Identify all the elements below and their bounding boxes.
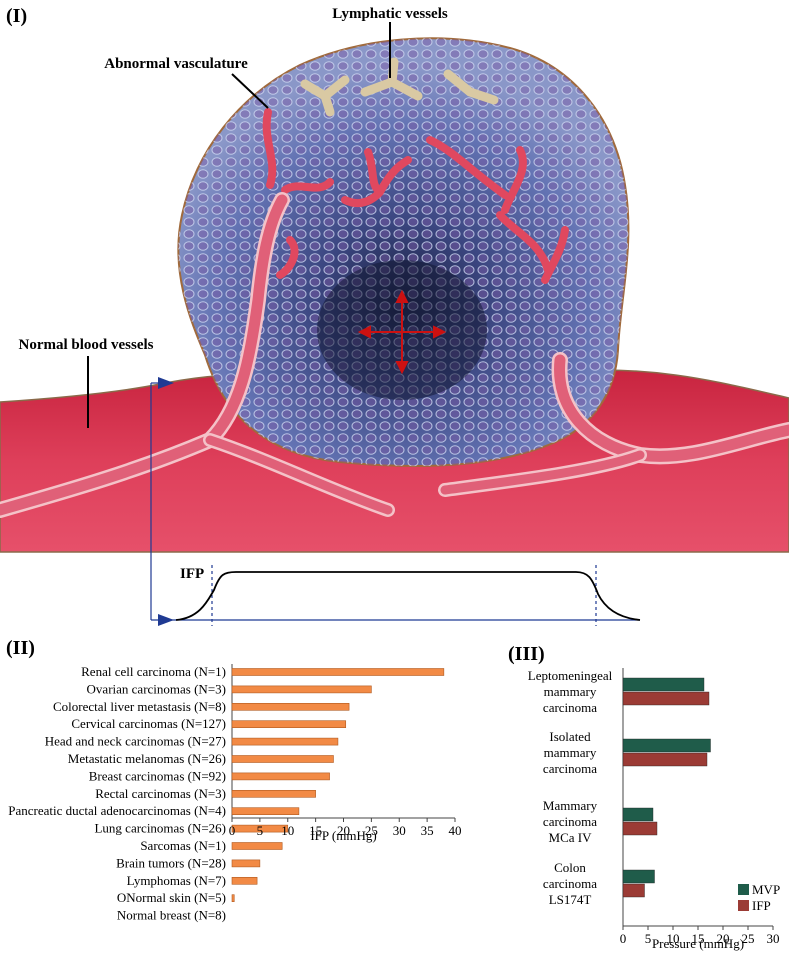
chart2-category-label: Normal breast (N=8)	[117, 908, 226, 923]
chart3-group-label: mammary	[544, 684, 597, 699]
ifp-profile: IFP	[150, 377, 641, 626]
chart2-tick-label: 25	[365, 823, 378, 838]
chart2-bar	[231, 789, 316, 798]
chart3-group-label: mammary	[544, 745, 597, 760]
chart3-group-label: LS174T	[549, 892, 592, 907]
panel-label-1: (I)	[6, 5, 27, 27]
chart2-category-label: ONormal skin (N=5)	[117, 890, 226, 905]
chart3-tick-label: 30	[767, 931, 780, 946]
chart2-bar	[231, 668, 445, 676]
chart2-bar	[231, 702, 350, 711]
chart2-bar	[231, 737, 339, 746]
chart3-tick-label: 20	[717, 931, 730, 946]
chart3-group-label: carcinoma	[543, 814, 597, 829]
chart2-x-axis-title: IFP (mmHg)	[310, 828, 376, 843]
chart2-tick-label: 35	[421, 823, 434, 838]
chart3-legend-label: MVP	[752, 882, 780, 897]
chart2-category-label: Lymphomas (N=7)	[127, 873, 226, 888]
chart2-category-label: Breast carcinomas (N=92)	[89, 768, 226, 783]
chart3-bar-mvp	[622, 677, 705, 692]
ifp-bar-chart: Renal cell carcinoma (N=1) Ovarian carcin…	[8, 664, 462, 923]
abnormal-vessel-shapes	[262, 108, 569, 284]
tumor-diagram: Lymphatic vessels Abnormal vasculature N…	[0, 6, 789, 553]
chart3-bar-ifp	[622, 691, 710, 706]
chart2-bar	[231, 720, 347, 729]
ifp-arrow-bottom	[158, 614, 174, 626]
chart3-group-label: carcinoma	[543, 761, 597, 776]
chart3-bar-mvp	[622, 869, 655, 884]
lymphatic-vessels-label: Lymphatic vessels	[332, 6, 448, 22]
chart3-tick-label: 10	[667, 931, 680, 946]
ifp-arrow-top	[158, 377, 174, 389]
chart2-category-label: Sarcomas (N=1)	[140, 838, 226, 853]
normal-vessel-shapes	[0, 192, 789, 518]
chart2-bar	[231, 894, 235, 903]
chart3-group-label: Mammary	[543, 798, 598, 813]
chart2-tick-label: 10	[281, 823, 294, 838]
chart2-tick-label: 20	[337, 823, 350, 838]
chart2-bar	[231, 842, 283, 850]
tumor-cells	[178, 38, 629, 467]
chart3-bar-ifp	[622, 883, 645, 898]
chart3-group-label: Colon	[554, 860, 586, 875]
pressure-arrows	[357, 289, 447, 375]
chart3-bar-mvp	[622, 807, 654, 822]
chart3-tick-label: 15	[692, 931, 705, 946]
chart3-group-label: carcinoma	[543, 700, 597, 715]
chart3-tick-label: 5	[645, 931, 652, 946]
chart2-bar	[231, 859, 261, 868]
chart3-legend-label: IFP	[752, 898, 771, 913]
chart3-tick-label: 0	[620, 931, 627, 946]
panel-label-2: (II)	[6, 637, 35, 659]
chart2-bar	[231, 772, 330, 781]
chart2-category-label: Colorectal liver metastasis (N=8)	[53, 699, 226, 714]
chart3-group-label: MCa IV	[549, 830, 593, 845]
chart2-category-label: Ovarian carcinomas (N=3)	[87, 681, 226, 696]
chart3-x-axis-title: Pressure (mmHg)	[652, 936, 744, 951]
chart2-category-label: Renal cell carcinoma (N=1)	[81, 664, 226, 679]
chart2-tick-label: 0	[229, 823, 236, 838]
chart2-tick-label: 5	[257, 823, 264, 838]
chart2-category-label: Brain tumors (N=28)	[116, 855, 226, 870]
chart3-tick-label: 25	[742, 931, 755, 946]
lymphatic-vessel-shapes	[300, 57, 499, 117]
chart2-category-label: Pancreatic ductal adenocarcinomas (N=4)	[8, 803, 226, 818]
chart2-bar	[231, 755, 334, 763]
chart2-category-label: Metastatic melanomas (N=26)	[68, 751, 226, 766]
chart2-bar	[231, 807, 300, 816]
chart2-tick-label: 15	[309, 823, 322, 838]
ifp-label: IFP	[180, 566, 204, 582]
chart2-bar	[231, 876, 258, 885]
chart3-legend-swatch	[738, 900, 749, 911]
chart3-group-label: Isolated	[549, 729, 591, 744]
chart3-bar-ifp	[622, 821, 658, 836]
chart2-category-label: Rectal carcinomas (N=3)	[95, 786, 226, 801]
normal-blood-vessels-label: Normal blood vessels	[19, 337, 154, 353]
chart2-tick-label: 30	[393, 823, 406, 838]
chart3-legend-swatch	[738, 884, 749, 895]
chart2-bar	[231, 824, 289, 833]
ifp-curve	[175, 571, 641, 621]
chart3-group-label: carcinoma	[543, 876, 597, 891]
chart2-bar	[231, 685, 372, 694]
chart3-group-label: Leptomeningeal	[528, 668, 613, 683]
panel-label-3: (III)	[508, 643, 545, 665]
chart2-category-label: Cervical carcinomas (N=127)	[71, 716, 226, 731]
abnormal-callout-line	[231, 73, 269, 109]
chart3-bar-ifp	[622, 752, 708, 767]
chart2-tick-label: 40	[449, 823, 462, 838]
chart2-category-label: Head and neck carcinomas (N=27)	[45, 734, 226, 749]
pressure-bar-chart: LeptomeningealmammarycarcinomaIsolatedma…	[528, 668, 780, 951]
chart3-bar-mvp	[622, 738, 711, 753]
chart2-category-label: Lung carcinomas (N=26)	[94, 821, 226, 836]
abnormal-vasculature-label: Abnormal vasculature	[104, 56, 248, 72]
